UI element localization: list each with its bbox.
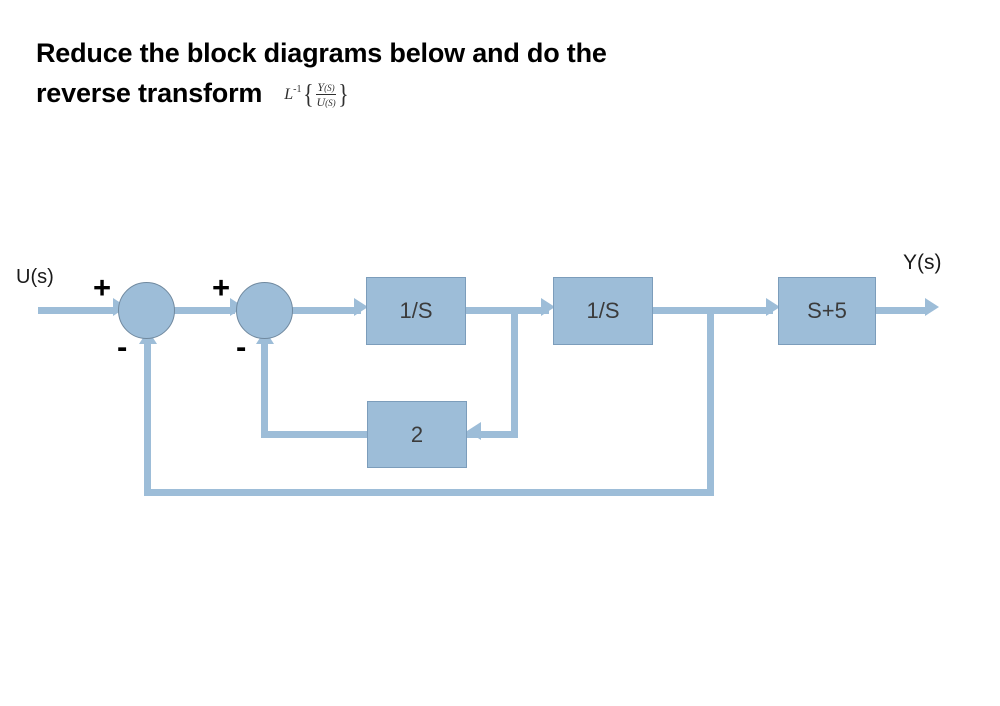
sum2-plus-sign: + bbox=[212, 270, 231, 305]
wire-sum2-to-integrator1 bbox=[291, 307, 361, 314]
page-title: Reduce the block diagrams below and do t… bbox=[36, 33, 796, 113]
laplace-exponent: -1 bbox=[293, 84, 302, 96]
wire-tap1-to-gain bbox=[467, 431, 518, 438]
wire-lead-to-output bbox=[876, 307, 928, 314]
sum2-minus-sign: - bbox=[236, 329, 247, 364]
inverse-laplace-expression: L-1 { Y(S) U(S) } bbox=[284, 81, 364, 111]
wire-sum1-to-sum2 bbox=[173, 307, 235, 314]
laplace-operator-symbol: L bbox=[284, 85, 294, 103]
block-integrator-2[interactable]: 1/S bbox=[553, 277, 653, 345]
transfer-function-fraction: Y(S) U(S) bbox=[316, 81, 336, 109]
wire-tap2-down bbox=[707, 307, 714, 493]
title-line-2: reverse transform bbox=[36, 78, 263, 108]
input-signal-label: U(s) bbox=[16, 266, 54, 288]
wire-tap1-down bbox=[511, 307, 518, 431]
summing-junction-1[interactable] bbox=[118, 282, 175, 339]
output-signal-label: Y(s) bbox=[903, 251, 942, 274]
fraction-denominator: U(S) bbox=[316, 93, 336, 109]
summing-junction-2[interactable] bbox=[236, 282, 293, 339]
wire-outer-feedback-horizontal bbox=[144, 489, 714, 496]
arrowhead-into-gain-block bbox=[467, 422, 481, 440]
arrowhead-into-integrator2 bbox=[541, 298, 555, 316]
sum1-plus-sign: + bbox=[93, 270, 112, 305]
wire-gain-to-sum2-vertical bbox=[261, 341, 268, 435]
wire-gain-to-sum2-horizontal bbox=[261, 431, 367, 438]
title-line-2-row: reverse transform L-1 { Y(S) U(S) } bbox=[36, 73, 796, 113]
block-lead-s-plus-5[interactable]: S+5 bbox=[778, 277, 876, 345]
arrowhead-output bbox=[925, 298, 939, 316]
wire-integrator1-to-integrator2 bbox=[466, 307, 549, 314]
wire-input-to-sum1 bbox=[38, 307, 116, 314]
arrowhead-into-lead bbox=[766, 298, 780, 316]
block-feedback-gain-2[interactable]: 2 bbox=[367, 401, 467, 468]
sum1-minus-sign: - bbox=[117, 329, 128, 364]
brace-open: { bbox=[303, 81, 315, 110]
fraction-numerator: Y(S) bbox=[317, 81, 335, 94]
block-integrator-1[interactable]: 1/S bbox=[366, 277, 466, 345]
arrowhead-into-integrator1 bbox=[354, 298, 368, 316]
brace-close: } bbox=[337, 81, 349, 110]
title-line-1: Reduce the block diagrams below and do t… bbox=[36, 38, 607, 68]
wire-outer-feedback-vertical bbox=[144, 341, 151, 493]
